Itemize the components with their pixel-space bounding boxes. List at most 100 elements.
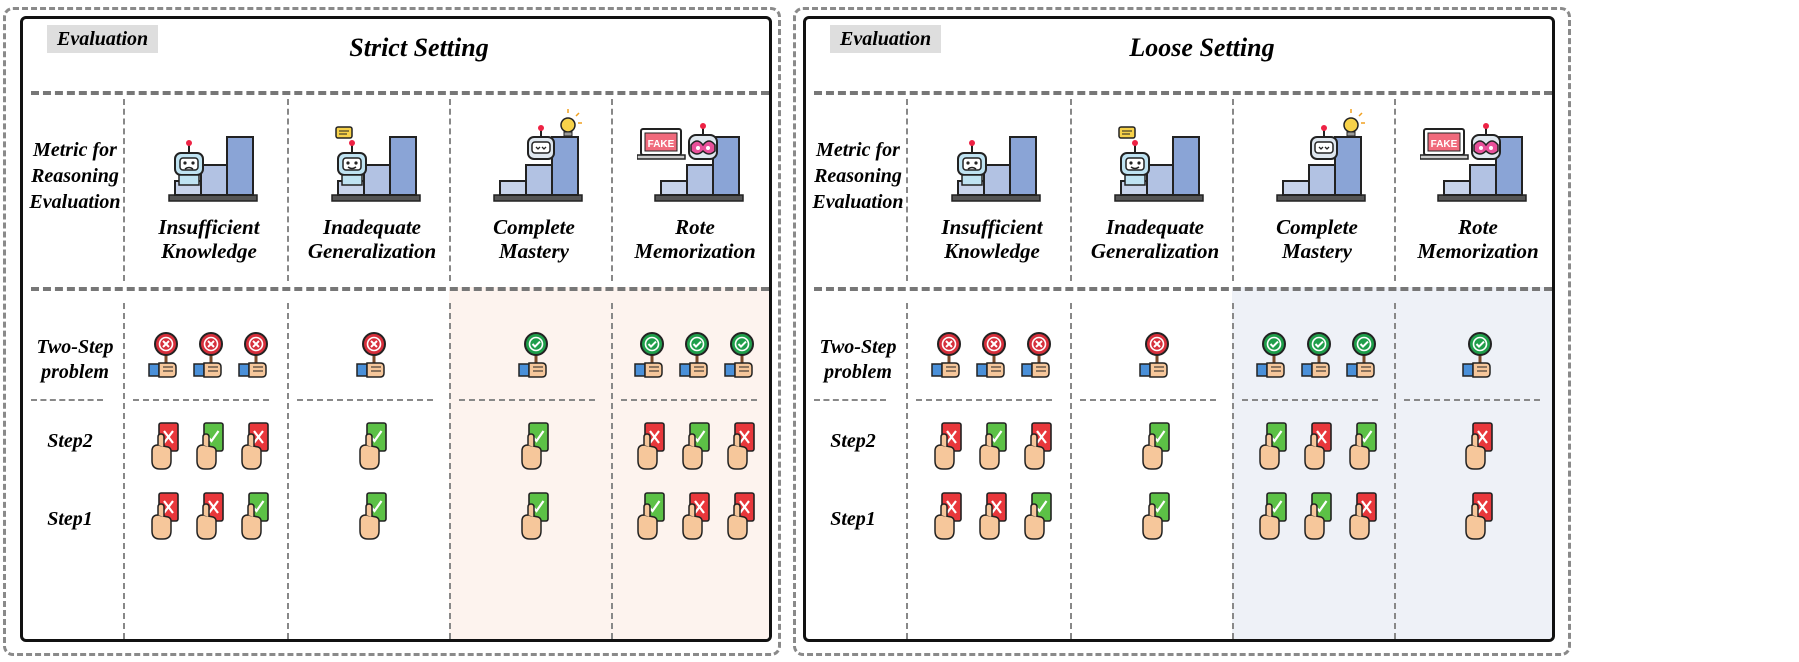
column-separator [1394,99,1396,281]
cross-card-held-icon [634,421,666,476]
check-card-held-icon [518,491,550,546]
body-divider [814,287,1552,291]
evaluation-tag: Evaluation [47,25,159,53]
cross-card-held-icon [679,491,711,546]
column-separator [611,99,613,281]
cross-sign-held-icon [1137,331,1173,386]
column-separator [123,99,125,281]
cross-sign-held-icon [1019,331,1055,386]
column-name-line: Insufficient [941,215,1043,239]
cross-sign-held-icon [191,331,227,386]
row-label-line: problem [41,361,109,383]
bar-chart-with-robot-icon: FAKE [636,105,747,220]
column-name-line: Complete [1276,215,1358,239]
column-name-line: Rote [1458,215,1498,239]
row-label-step2: Step2 [830,430,876,452]
cross-sign-held-icon [929,331,965,386]
row-label-line: Two-Step [819,336,897,358]
check-sign-held-icon [1460,331,1496,386]
bar-chart-with-robot-icon [1097,105,1207,220]
row-divider [814,399,886,401]
column-name-line: Complete [493,215,575,239]
column-name-line: Mastery [1282,239,1352,263]
check-card-held-icon [1346,421,1378,476]
column-separator [123,303,125,639]
check-card-held-icon [1301,491,1333,546]
check-sign-held-icon [722,331,758,386]
column-name-line: Inadequate [322,215,421,239]
cross-card-held-icon [724,491,756,546]
cross-card-held-icon [193,491,225,546]
bar-chart-with-robot-icon [314,105,424,220]
header-divider [814,91,1552,95]
column-name-line: Inadequate [1105,215,1204,239]
header-divider [31,91,769,95]
bar-chart-with-robot-icon [934,105,1044,220]
column-separator [611,303,613,639]
check-card-held-icon [1021,491,1053,546]
row-divider [133,399,269,401]
check-card-held-icon [1139,421,1171,476]
cross-card-held-icon [1462,421,1494,476]
body-divider [31,287,769,291]
check-card-held-icon [976,421,1008,476]
column-separator [906,303,908,639]
panel-title: Loose Setting [1129,33,1275,62]
cross-sign-held-icon [974,331,1010,386]
check-card-held-icon [193,421,225,476]
column-name-line: Rote [675,215,715,239]
cross-card-held-icon [976,491,1008,546]
check-card-held-icon [1256,491,1288,546]
panel-frame-0 [3,7,781,656]
cross-card-held-icon [724,421,756,476]
column-name-line: Insufficient [158,215,260,239]
metric-label-line: Evaluation [812,191,904,213]
metric-label-line: Reasoning [31,165,119,187]
column-separator [906,99,908,281]
row-label-step1: Step1 [47,508,93,530]
column-separator [1232,99,1234,281]
column-name-line: Knowledge [944,239,1040,263]
column-separator [449,99,451,281]
column-separator [449,303,451,639]
row-divider [31,399,103,401]
column-separator [287,99,289,281]
cross-sign-held-icon [236,331,272,386]
check-sign-held-icon [516,331,552,386]
check-sign-held-icon [1344,331,1380,386]
column-separator [1070,303,1072,639]
cross-card-held-icon [931,491,963,546]
check-card-held-icon [356,491,388,546]
row-label-step2: Step2 [47,430,93,452]
check-card-held-icon [356,421,388,476]
column-name-line: Generalization [307,239,437,263]
cross-card-held-icon [1021,421,1053,476]
panel-frame-1 [793,7,1571,656]
check-card-held-icon [634,491,666,546]
row-divider [1404,399,1540,401]
check-card-held-icon [679,421,711,476]
metric-label-line: Metric for [816,139,900,161]
column-name-line: Knowledge [161,239,257,263]
check-card-held-icon [1256,421,1288,476]
svg-text:FAKE: FAKE [1431,139,1458,150]
column-name-line: Memorization [1417,239,1539,263]
cross-card-held-icon [1301,421,1333,476]
cross-card-held-icon [1462,491,1494,546]
cross-card-held-icon [931,421,963,476]
check-sign-held-icon [1299,331,1335,386]
cross-card-held-icon [238,421,270,476]
cross-card-held-icon [148,421,180,476]
column-name-line: Mastery [499,239,569,263]
row-label-line: problem [824,361,892,383]
column-separator [287,303,289,639]
cross-card-held-icon [148,491,180,546]
check-card-held-icon [518,421,550,476]
row-label-step1: Step1 [830,508,876,530]
